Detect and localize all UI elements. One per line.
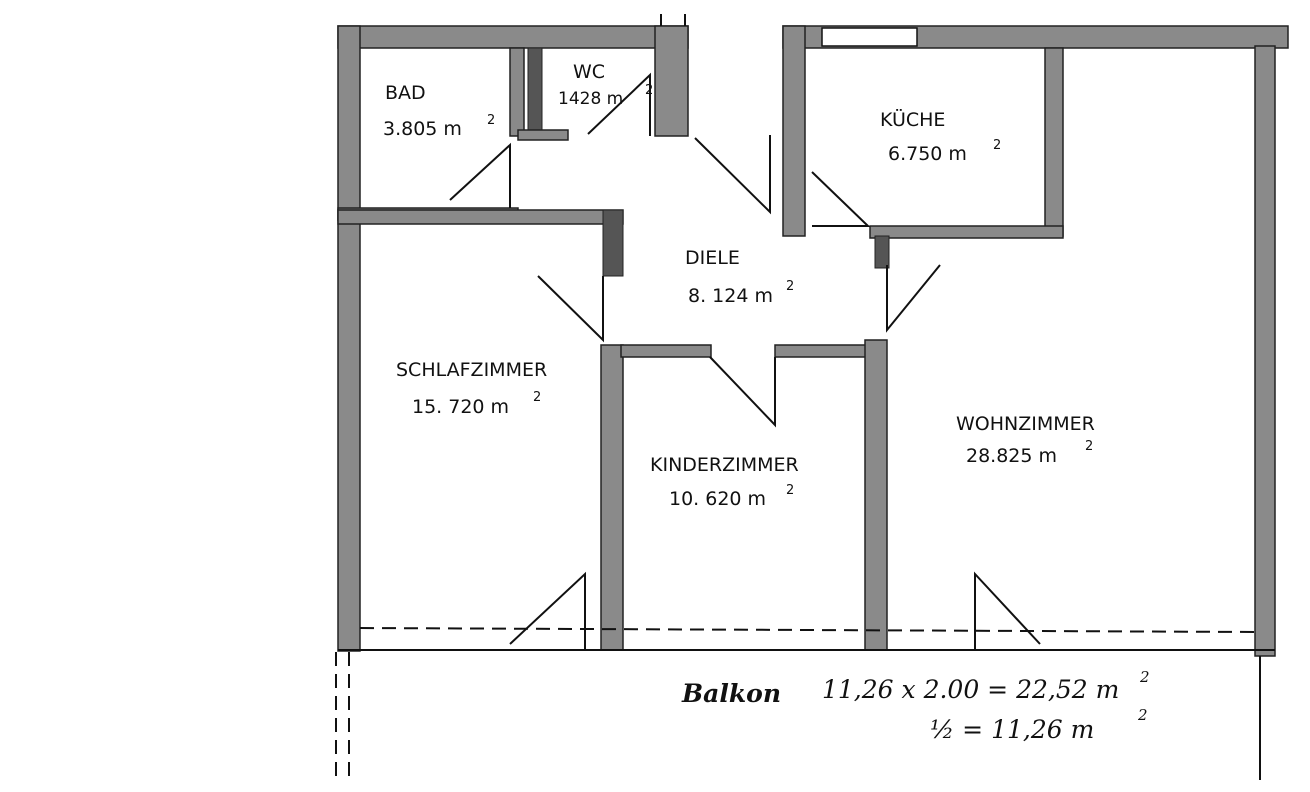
window-kueche: [821, 27, 918, 47]
wall-diele-right: [874, 235, 890, 269]
room-area-kinderzimmer: 10. 620 m: [669, 488, 766, 510]
room-area-schlafzimmer: 15. 720 m: [412, 396, 509, 418]
wall-kueche-bottom: [869, 225, 1064, 239]
wall-wc-right: [654, 25, 689, 137]
balkon-formula-exp: 2: [1139, 668, 1150, 686]
door-balkon-wohn: [974, 571, 1041, 650]
room-name-wc: WC: [573, 61, 605, 83]
door-kinder: [709, 356, 776, 428]
room-name-wohnzimmer: WOHNZIMMER: [956, 413, 1095, 435]
balcony: [335, 627, 1261, 780]
room-name-kueche: KÜCHE: [880, 108, 945, 131]
room-exp-wc: 2: [645, 83, 653, 98]
door-kueche: [811, 171, 871, 227]
wall-wc-bottom: [517, 129, 569, 141]
room-name-diele: DIELE: [685, 247, 740, 269]
balcony-dash-line: [359, 627, 1256, 633]
wall-top-left: [337, 25, 689, 49]
room-area-kueche: 6.750 m: [888, 143, 967, 165]
wall-left: [337, 25, 361, 652]
door-bad: [449, 142, 511, 208]
door-schlaf: [537, 275, 604, 343]
balkon-half-exp: 2: [1137, 706, 1148, 724]
room-exp-diele: 2: [786, 279, 794, 294]
wall-kueche-left: [782, 25, 806, 237]
door-diele-hall: [694, 135, 771, 215]
balkon-half: ½ = 11,26 m: [930, 715, 1094, 744]
wall-schlaf-diele: [602, 209, 624, 277]
room-exp-kinderzimmer: 2: [786, 483, 794, 498]
labels: BAD 3.805 m 2 WC 1428 m 2 KÜCHE 6.750 m …: [383, 61, 1150, 744]
door-wc: [587, 72, 651, 136]
wall-schlaf-kinder: [600, 344, 624, 651]
room-name-kinderzimmer: KINDERZIMMER: [650, 454, 799, 476]
room-area-wc: 1428 m: [558, 89, 623, 109]
room-name-bad: BAD: [385, 82, 426, 104]
room-name-schlafzimmer: SCHLAFZIMMER: [396, 359, 547, 381]
room-area-wohnzimmer: 28.825 m: [966, 445, 1057, 467]
doors: [449, 72, 1041, 650]
wall-bad-wc: [509, 47, 525, 137]
room-exp-bad: 2: [487, 113, 495, 128]
door-wohn: [886, 264, 941, 333]
wall-schlaf-top: [337, 209, 624, 225]
walls: [337, 14, 1289, 657]
wall-kinder-top: [620, 344, 712, 358]
room-exp-wohnzimmer: 2: [1085, 439, 1093, 454]
room-exp-schlafzimmer: 2: [533, 390, 541, 405]
room-area-bad: 3.805 m: [383, 118, 462, 140]
wall-wc-left: [527, 47, 543, 137]
door-balkon-schlaf: [509, 571, 586, 650]
room-area-diele: 8. 124 m: [688, 285, 773, 307]
wall-right: [1254, 45, 1276, 657]
wall-kueche-right: [1044, 47, 1064, 237]
wall-kinder-wohn: [864, 339, 888, 651]
balkon-label: Balkon: [681, 679, 781, 708]
room-exp-kueche: 2: [993, 138, 1001, 153]
balkon-formula: 11,26 x 2.00 = 22,52 m: [822, 675, 1119, 704]
